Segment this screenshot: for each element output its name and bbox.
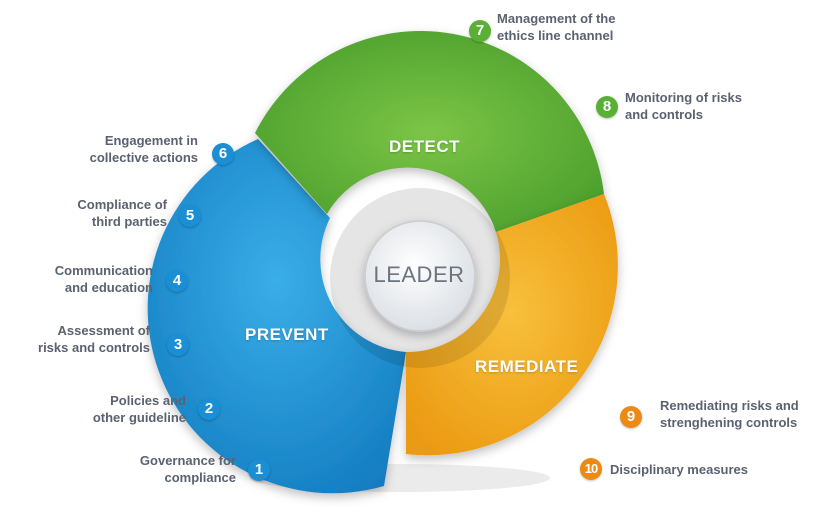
- item-7-badge: 7: [469, 20, 491, 42]
- item-8-text: Monitoring of risks and controls: [625, 90, 742, 122]
- segment-label-prevent: PREVENT: [245, 325, 329, 344]
- item-5-badge: 5: [179, 205, 201, 227]
- center-hub: [364, 220, 476, 332]
- segment-remediate: [406, 194, 618, 456]
- item-5-text: Compliance of third parties: [77, 197, 167, 229]
- item-6-text: Engagement in collective actions: [89, 133, 198, 165]
- item-4-text: Communication and education: [54, 263, 153, 295]
- item-1-text: Governance for compliance: [139, 453, 236, 485]
- item-8-badge: 8: [596, 96, 618, 118]
- item-9-badge: 9: [620, 406, 642, 428]
- item-10-text: Disciplinary measures: [610, 462, 749, 477]
- center-label: LEADER: [373, 262, 465, 287]
- item-9-text: Remediating risks and strenghening contr…: [660, 398, 799, 430]
- segment-label-remediate: REMEDIATE: [475, 357, 579, 376]
- item-3-badge: 3: [167, 334, 189, 356]
- item-1-badge: 1: [248, 459, 270, 481]
- item-2-badge: 2: [198, 398, 220, 420]
- item-6-badge: 6: [212, 143, 234, 165]
- item-4-badge: 4: [166, 270, 188, 292]
- item-3-text: Assessment of risks and controls: [38, 323, 150, 355]
- segment-label-detect: DETECT: [389, 137, 460, 156]
- item-10-badge: 10: [580, 458, 602, 480]
- item-2-text: Policies and other guideline: [92, 393, 186, 425]
- segment-detect: [255, 31, 604, 232]
- item-7-text: Management of the ethics line channel: [497, 11, 616, 43]
